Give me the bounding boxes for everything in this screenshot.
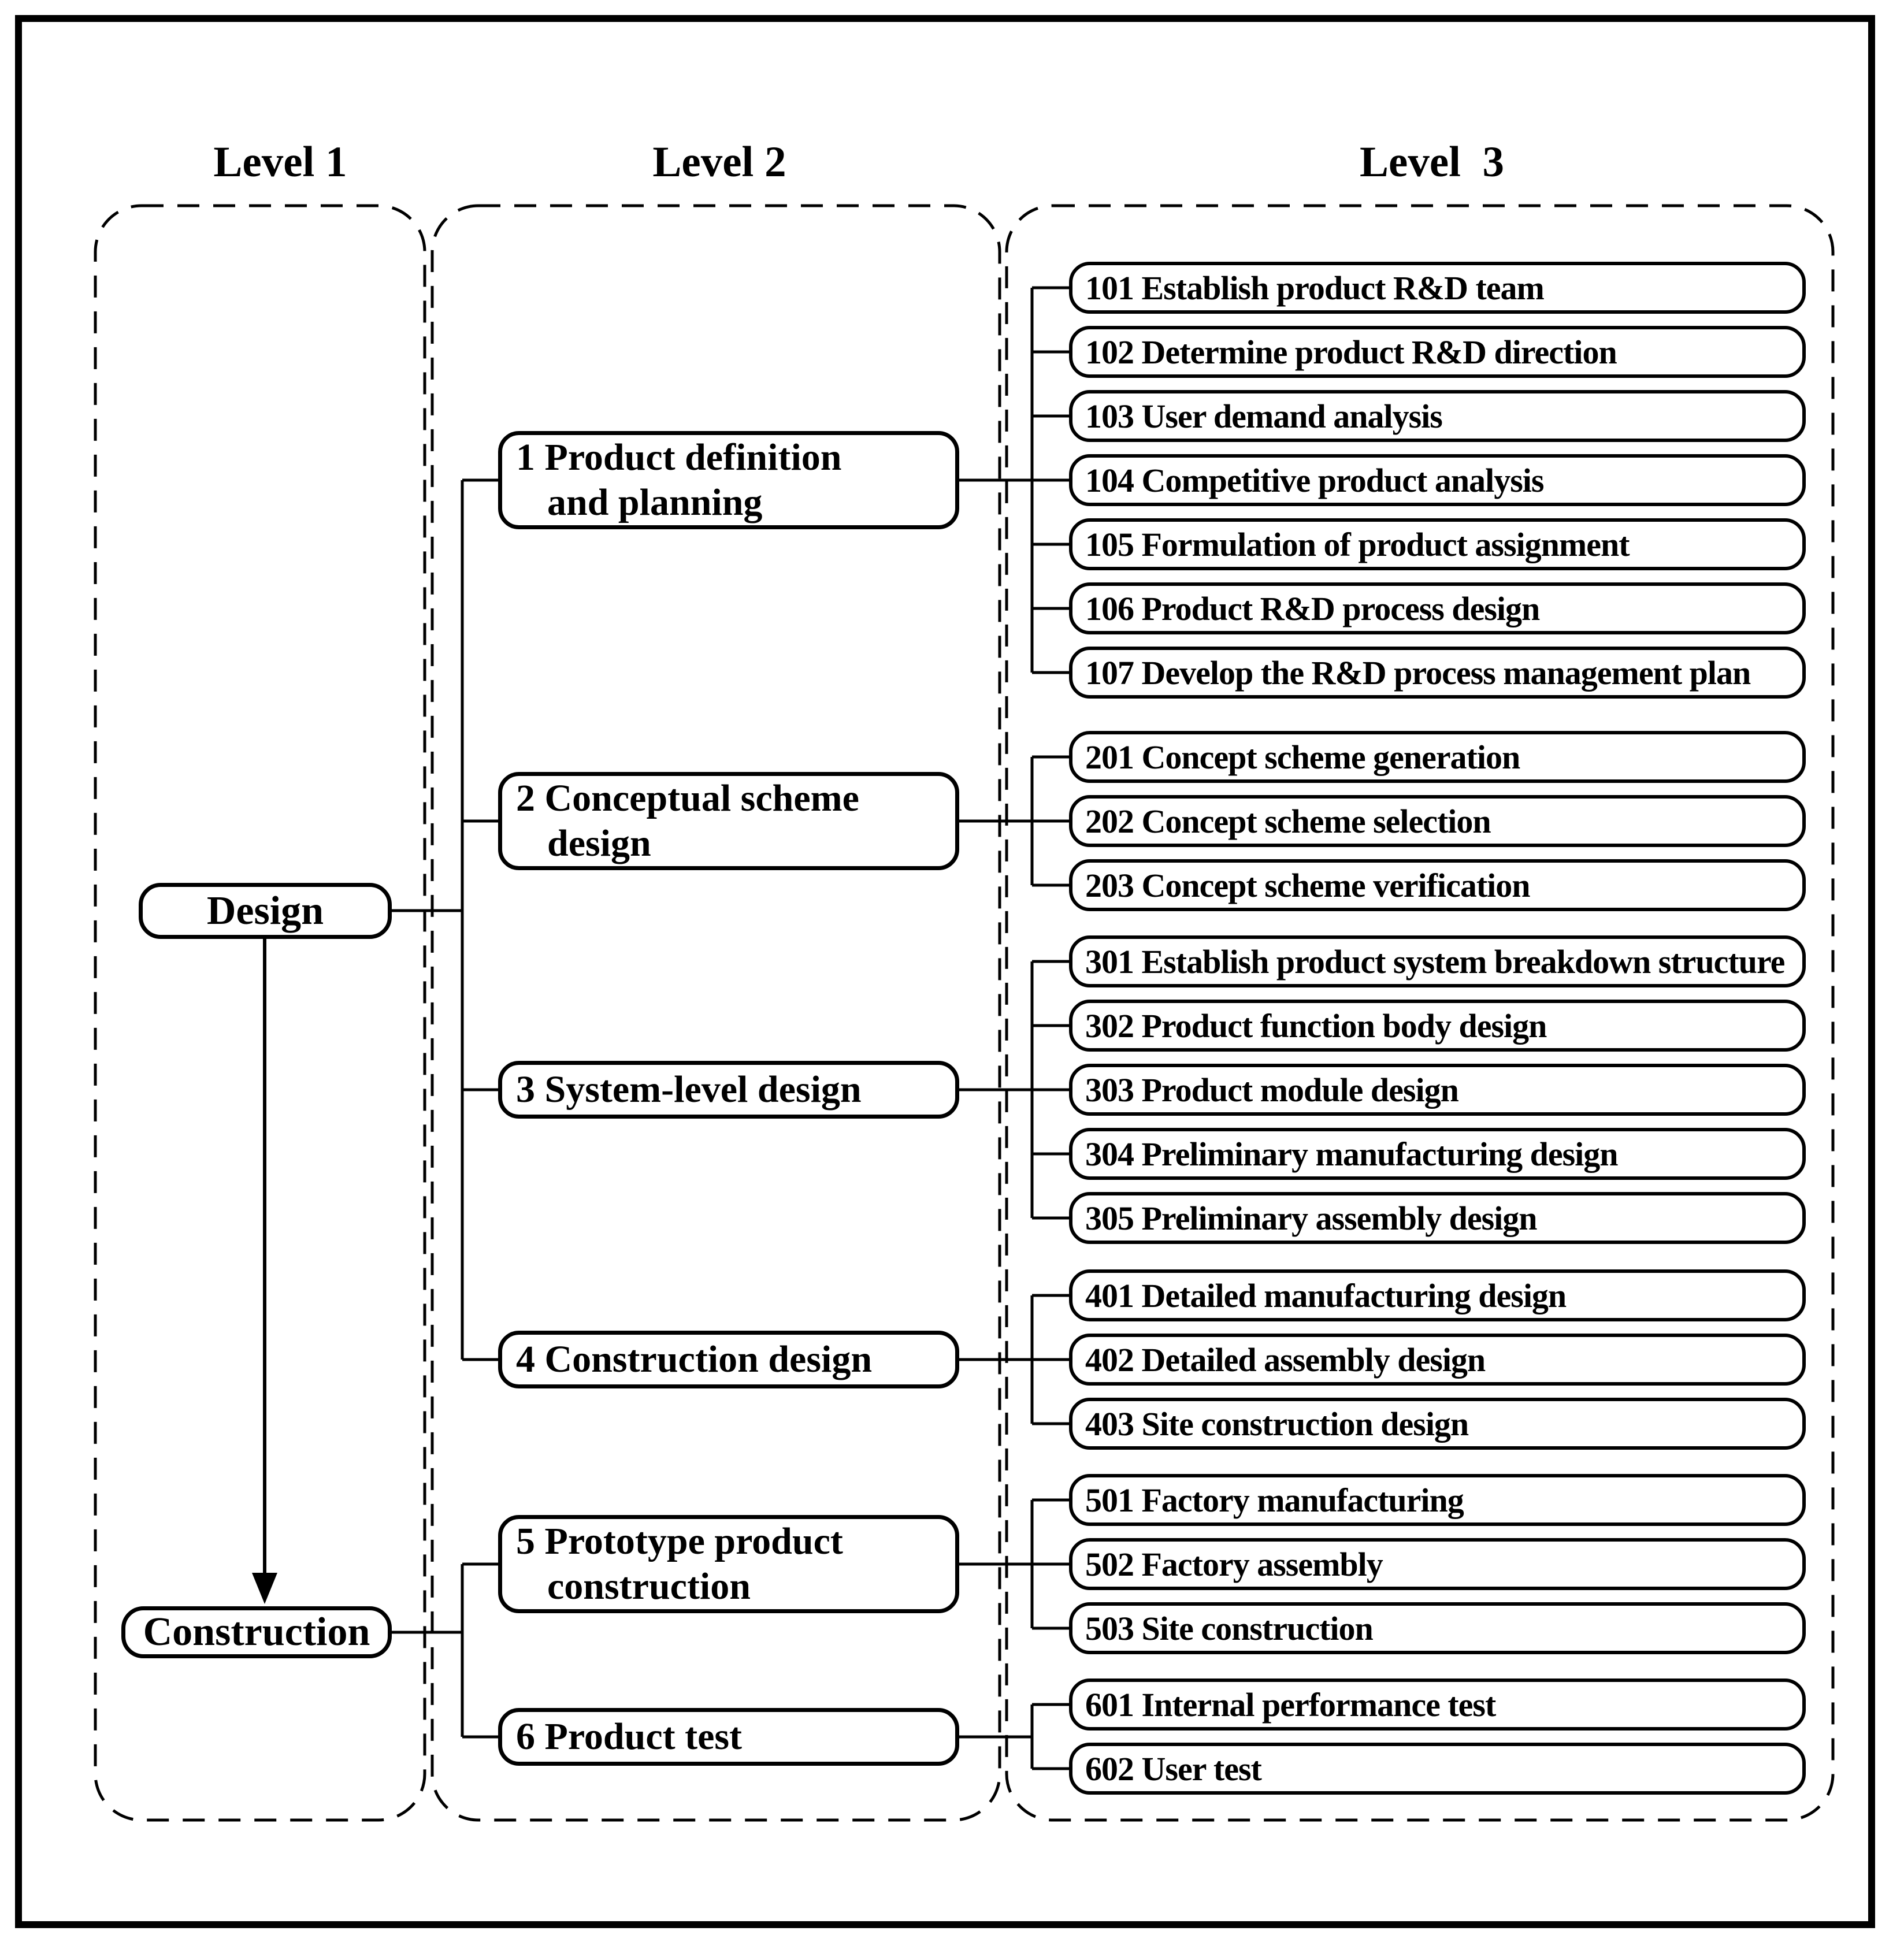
node-design: Design: [139, 883, 392, 939]
item-label: 103 User demand analysis: [1085, 397, 1443, 435]
level3-item: 601 Internal performance test: [1069, 1679, 1806, 1731]
item-label: 102 Determine product R&D direction: [1085, 333, 1617, 371]
item-label: 602 User test: [1085, 1750, 1262, 1788]
level3-item: 303 Product module design: [1069, 1064, 1806, 1116]
level3-item: 102 Determine product R&D direction: [1069, 326, 1806, 378]
item-label: 502 Factory assembly: [1085, 1545, 1383, 1583]
level-2-column: [430, 204, 1001, 1822]
level3-item: 105 Formulation of product assignment: [1069, 518, 1806, 570]
level3-item: 201 Concept scheme generation: [1069, 731, 1806, 783]
level-3-column: [1005, 204, 1835, 1822]
level3-item: 402 Detailed assembly design: [1069, 1334, 1806, 1386]
level3-item: 202 Concept scheme selection: [1069, 795, 1806, 847]
level3-item: 502 Factory assembly: [1069, 1538, 1806, 1590]
level3-item: 101 Establish product R&D team: [1069, 262, 1806, 314]
outer-border: [15, 15, 1875, 1928]
item-label: 101 Establish product R&D team: [1085, 269, 1545, 307]
arrow-down-icon: [252, 1573, 277, 1604]
level3-item: 602 User test: [1069, 1743, 1806, 1795]
item-label: 601 Internal performance test: [1085, 1685, 1496, 1724]
level3-item: 104 Competitive product analysis: [1069, 454, 1806, 506]
item-label: 302 Product function body design: [1085, 1007, 1547, 1045]
item-label: 202 Concept scheme selection: [1085, 802, 1491, 840]
level3-item: 305 Preliminary assembly design: [1069, 1192, 1806, 1244]
column-header-level-2: Level 2: [652, 138, 786, 186]
node-level2-4: 4 Construction design: [498, 1331, 959, 1388]
level3-item: 107 Develop the R&D process management p…: [1069, 647, 1806, 699]
node-label: 4 Construction design: [516, 1338, 873, 1381]
item-label: 301 Establish product system breakdown s…: [1085, 942, 1785, 981]
node-level2-6: 6 Product test: [498, 1708, 959, 1766]
level3-item: 302 Product function body design: [1069, 1000, 1806, 1052]
node-label: 3 System-level design: [516, 1068, 862, 1111]
column-header-level-1: Level 1: [213, 138, 347, 186]
item-label: 106 Product R&D process design: [1085, 589, 1540, 627]
level3-item: 403 Site construction design: [1069, 1398, 1806, 1450]
level3-item: 203 Concept scheme verification: [1069, 859, 1806, 911]
connectors: [392, 286, 1069, 1770]
level3-item: 503 Site construction: [1069, 1602, 1806, 1654]
item-label: 402 Detailed assembly design: [1085, 1340, 1486, 1379]
level3-item: 106 Product R&D process design: [1069, 582, 1806, 634]
item-label: 503 Site construction: [1085, 1609, 1374, 1647]
item-label: 305 Preliminary assembly design: [1085, 1199, 1538, 1237]
node-construction: Construction: [121, 1606, 392, 1658]
item-label: 203 Concept scheme verification: [1085, 866, 1531, 904]
level3-item: 301 Establish product system breakdown s…: [1069, 935, 1806, 987]
level3-item: 103 User demand analysis: [1069, 390, 1806, 442]
item-label: 501 Factory manufacturing: [1085, 1481, 1464, 1519]
level3-item: 401 Detailed manufacturing design: [1069, 1269, 1806, 1321]
item-label: 403 Site construction design: [1085, 1405, 1469, 1443]
item-label: 304 Preliminary manufacturing design: [1085, 1135, 1619, 1173]
level3-item: 501 Factory manufacturing: [1069, 1474, 1806, 1526]
item-label: 401 Detailed manufacturing design: [1085, 1276, 1567, 1314]
item-label: 303 Product module design: [1085, 1071, 1459, 1109]
node-label: 6 Product test: [516, 1715, 743, 1758]
item-label: 105 Formulation of product assignment: [1085, 525, 1630, 563]
node-level2-3: 3 System-level design: [498, 1061, 959, 1119]
level-1-column: [94, 204, 426, 1822]
item-label: 104 Competitive product analysis: [1085, 461, 1544, 499]
item-label: 201 Concept scheme generation: [1085, 738, 1520, 776]
column-header-level-3: Level 3: [1360, 138, 1504, 186]
item-label: 107 Develop the R&D process management p…: [1085, 653, 1751, 692]
level3-item: 304 Preliminary manufacturing design: [1069, 1128, 1806, 1180]
